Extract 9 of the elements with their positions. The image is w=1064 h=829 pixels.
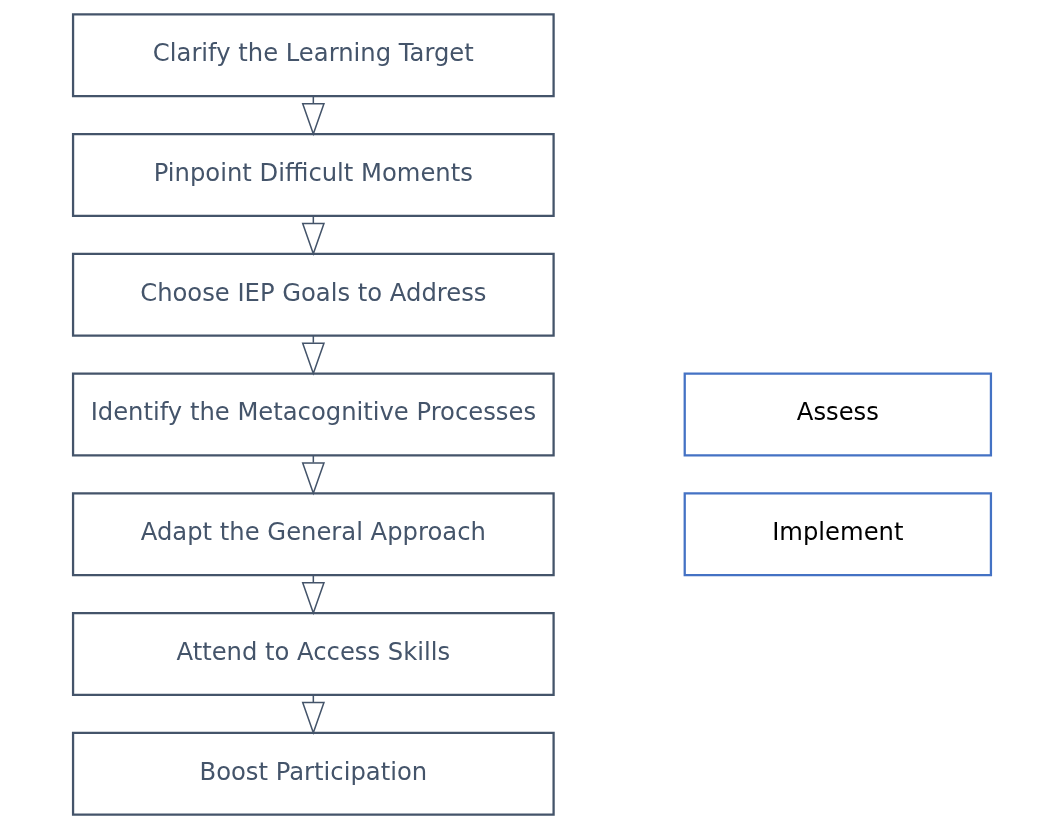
node-box: Adapt the General Approach <box>71 492 555 577</box>
node-box: Boost Participation <box>71 731 555 816</box>
node-box: Choose IEP Goals to Address <box>71 252 555 337</box>
node-box: Assess <box>683 372 993 457</box>
node-box: Pinpoint Difficult Moments <box>71 132 555 218</box>
node-box: Attend to Access Skills <box>71 611 555 697</box>
node-box: Identify the Metacognitive Processes <box>71 372 555 457</box>
node-box: Implement <box>683 492 993 577</box>
node-box: Clarify the Learning Target <box>71 13 555 98</box>
